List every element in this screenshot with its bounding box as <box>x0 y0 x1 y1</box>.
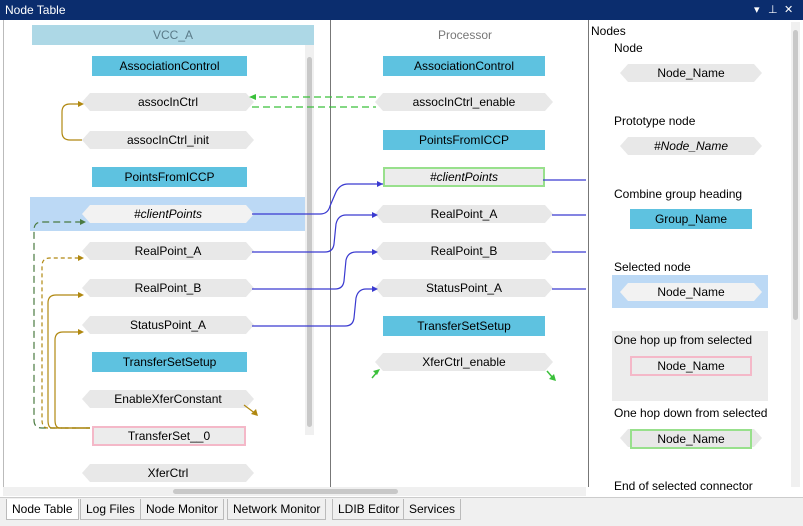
group-points-from-iccp-proc[interactable]: PointsFromICCP <box>383 130 545 150</box>
node-enable-xfer-constant[interactable]: EnableXferConstant <box>82 390 254 408</box>
legend-sample-hop-down: Node_Name <box>630 429 752 449</box>
horizontal-scrollbar[interactable] <box>3 487 586 496</box>
legend-sample-hop-down-bg <box>620 429 762 447</box>
legend-sample-prototype: #Node_Name <box>620 137 762 155</box>
legend-sample-group: Group_Name <box>630 209 752 229</box>
tab-node-table[interactable]: Node Table <box>6 499 79 520</box>
node-client-points-selected[interactable]: #clientPoints <box>82 205 254 223</box>
legend-sample-selected: Node_Name <box>620 283 762 301</box>
pin-icon[interactable]: ⊥ <box>768 4 778 16</box>
node-realpoint-a-proc[interactable]: RealPoint_A <box>375 205 553 223</box>
legend-label-group: Combine group heading <box>614 187 743 201</box>
group-transfer-set-setup-proc[interactable]: TransferSetSetup <box>383 316 545 336</box>
dropdown-icon[interactable]: ▾ <box>754 4 760 16</box>
tab-services[interactable]: Services <box>403 499 462 520</box>
legend-label-node: Node <box>614 41 643 55</box>
node-transfer-set-0[interactable]: TransferSet__0 <box>92 426 246 446</box>
left-lane-scrollbar[interactable] <box>305 45 314 435</box>
node-statuspoint-a-proc[interactable]: StatusPoint_A <box>375 279 553 297</box>
node-assocInCtrl-init[interactable]: assocInCtrl_init <box>82 131 254 149</box>
group-association-control-proc[interactable]: AssociationControl <box>383 56 545 76</box>
node-assocInCtrl-enable[interactable]: assocInCtrl_enable <box>375 93 553 111</box>
tab-ldib-editor[interactable]: LDIB Editor <box>332 499 406 520</box>
legend-panel <box>588 20 792 487</box>
lane-vcc-a: VCC_A AssociationControl assocInCtrl ass… <box>3 20 326 487</box>
window-title: Node Table <box>5 3 66 17</box>
node-realpoint-b-proc[interactable]: RealPoint_B <box>375 242 553 260</box>
node-assocInCtrl[interactable]: assocInCtrl <box>82 93 254 111</box>
title-bar: Node Table ▾ ⊥ ✕ <box>0 0 803 20</box>
legend-label-hop-up: One hop up from selected <box>614 333 753 347</box>
legend-label-hop-down: One hop down from selected <box>614 406 768 420</box>
legend-sample-hop-up: Node_Name <box>630 356 752 376</box>
legend-scrollbar[interactable] <box>791 22 800 487</box>
tab-node-monitor[interactable]: Node Monitor <box>140 499 225 520</box>
legend-label-selected: Selected node <box>614 260 691 274</box>
node-client-points-proc[interactable]: #clientPoints <box>383 167 545 187</box>
lane-header-vcc-a: VCC_A <box>32 25 314 45</box>
tab-network-monitor[interactable]: Network Monitor <box>227 499 327 520</box>
bottom-tab-bar: Node Table Log Files Node Monitor Networ… <box>0 499 803 521</box>
legend-label-end-connector: End of selected connector <box>614 479 753 493</box>
group-transfer-set-setup[interactable]: TransferSetSetup <box>92 352 247 372</box>
tab-log-files[interactable]: Log Files <box>80 499 141 520</box>
close-icon[interactable]: ✕ <box>784 4 794 16</box>
horizontal-scroll-thumb[interactable] <box>173 489 398 494</box>
lane-header-processor: Processor <box>437 28 493 42</box>
group-association-control[interactable]: AssociationControl <box>92 56 247 76</box>
node-statuspoint-a[interactable]: StatusPoint_A <box>82 316 254 334</box>
node-realpoint-a[interactable]: RealPoint_A <box>82 242 254 260</box>
legend-scroll-thumb[interactable] <box>793 30 798 320</box>
node-xferctrl[interactable]: XferCtrl <box>82 464 254 482</box>
legend-label-prototype: Prototype node <box>614 114 696 128</box>
group-points-from-iccp[interactable]: PointsFromICCP <box>92 167 247 187</box>
legend-title: Nodes <box>591 24 626 38</box>
lane-processor: Processor AssociationControl assocInCtrl… <box>330 20 587 487</box>
legend-sample-node: Node_Name <box>620 64 762 82</box>
node-xferctrl-enable[interactable]: XferCtrl_enable <box>375 353 553 371</box>
node-realpoint-b[interactable]: RealPoint_B <box>82 279 254 297</box>
left-lane-scroll-thumb[interactable] <box>307 57 312 427</box>
